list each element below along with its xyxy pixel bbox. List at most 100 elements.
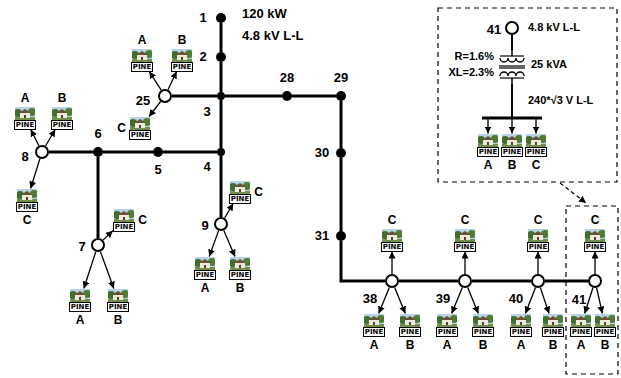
- load-box: PINEA: [69, 289, 91, 312]
- phase-letter: A: [443, 339, 452, 352]
- load-name: PINE: [570, 327, 592, 337]
- load-name: PINE: [501, 147, 523, 157]
- house-icon: [400, 314, 420, 327]
- house-icon: [478, 134, 498, 147]
- load-name: PINE: [594, 327, 616, 337]
- house-icon: [526, 134, 546, 147]
- load-box: PINEA: [194, 257, 216, 280]
- bus-number: 3: [203, 105, 210, 119]
- feeder-line: [97, 157, 100, 238]
- load-bus-circle: 41: [588, 274, 602, 288]
- phase-letter: A: [517, 339, 526, 352]
- house-icon: [17, 189, 37, 202]
- load-name: PINE: [229, 270, 251, 280]
- load-name: PINE: [69, 302, 91, 312]
- house-icon: [230, 257, 250, 270]
- load-name: PINE: [107, 302, 129, 312]
- bus-number: 30: [315, 146, 329, 160]
- load-name: PINE: [113, 222, 135, 232]
- bus-dot: 29: [336, 91, 346, 101]
- load-name: PINE: [51, 120, 73, 130]
- service-arrow: [468, 288, 479, 314]
- load-name: PINE: [477, 147, 499, 157]
- load-bus-circle: 41: [505, 21, 519, 35]
- load-box: PINEA: [363, 314, 385, 337]
- load-box: PINEB: [594, 314, 616, 337]
- load-box: PINEB: [107, 289, 129, 312]
- load-box: PINEC: [229, 181, 251, 204]
- house-icon: [52, 107, 72, 120]
- phase-letter: B: [508, 159, 517, 172]
- bus-number: 28: [280, 71, 294, 85]
- feeder-line: [340, 101, 343, 148]
- service-arrow: [395, 288, 406, 314]
- service-arrow: [149, 102, 161, 117]
- load-box: PINEB: [171, 49, 193, 72]
- load-box: PINEC: [525, 134, 547, 157]
- phase-letter: A: [76, 314, 85, 327]
- feeder-line: [341, 241, 385, 281]
- phase-letter: B: [479, 339, 488, 352]
- house-icon: [70, 289, 90, 302]
- house-icon: [15, 107, 35, 120]
- phase-letter: C: [254, 186, 263, 199]
- zoom-frame: [566, 206, 618, 374]
- phase-letter: A: [484, 159, 493, 172]
- phase-letter: C: [117, 122, 126, 135]
- load-box: PINEB: [501, 134, 523, 157]
- service-arrow: [537, 252, 538, 275]
- phase-letter: A: [201, 282, 210, 295]
- load-name: PINE: [472, 327, 494, 337]
- service-arrow: [31, 130, 39, 146]
- annotation-label: R=1.6%: [455, 50, 494, 63]
- load-name: PINE: [16, 202, 38, 212]
- load-name: PINE: [399, 327, 421, 337]
- phase-letter: B: [236, 282, 245, 295]
- service-arrow: [594, 252, 595, 275]
- load-name: PINE: [436, 327, 458, 337]
- feeder-line: [399, 280, 458, 283]
- service-arrow: [597, 288, 603, 314]
- load-name: PINE: [542, 327, 564, 337]
- house-icon: [230, 181, 250, 194]
- house-icon: [382, 229, 402, 242]
- bus-number: 8: [21, 150, 28, 164]
- phase-letter: B: [549, 339, 558, 352]
- bus-number: 9: [201, 219, 208, 233]
- phase-letter: B: [114, 314, 123, 327]
- house-icon: [364, 314, 384, 327]
- load-name: PINE: [14, 120, 36, 130]
- load-bus-circle: 7: [91, 238, 105, 252]
- load-name: PINE: [131, 62, 153, 72]
- house-icon: [473, 314, 493, 327]
- load-name: PINE: [229, 194, 251, 204]
- bus-number: 1: [199, 11, 206, 25]
- load-box: PINEC: [584, 229, 606, 252]
- bus-dot: 1: [216, 13, 226, 23]
- bus-number: 4: [203, 160, 210, 174]
- load-bus-circle: 40: [531, 274, 545, 288]
- annotation-label: XL=2.3%: [448, 66, 494, 79]
- bus-number: 39: [436, 292, 450, 306]
- load-box: PINEC: [129, 117, 151, 140]
- load-box: PINEA: [14, 107, 36, 130]
- service-arrow: [225, 204, 234, 219]
- bus-dot: 5: [153, 147, 163, 157]
- house-icon: [114, 209, 134, 222]
- house-icon: [437, 314, 457, 327]
- bus-number: 38: [363, 292, 377, 306]
- load-bus-circle: 25: [158, 89, 172, 103]
- bus-dot: 28: [282, 91, 292, 101]
- phase-letter: B: [601, 339, 610, 352]
- phase-letter: C: [23, 214, 32, 227]
- phase-letter: A: [21, 92, 30, 105]
- load-name: PINE: [510, 327, 532, 337]
- service-arrow: [391, 252, 392, 275]
- load-bus-circle: 9: [214, 217, 228, 231]
- feeder-line: [49, 151, 93, 154]
- bus-number: 31: [315, 229, 329, 243]
- bus-number: 40: [509, 292, 523, 306]
- transformer-symbol: [497, 49, 527, 85]
- service-arrow: [46, 130, 56, 147]
